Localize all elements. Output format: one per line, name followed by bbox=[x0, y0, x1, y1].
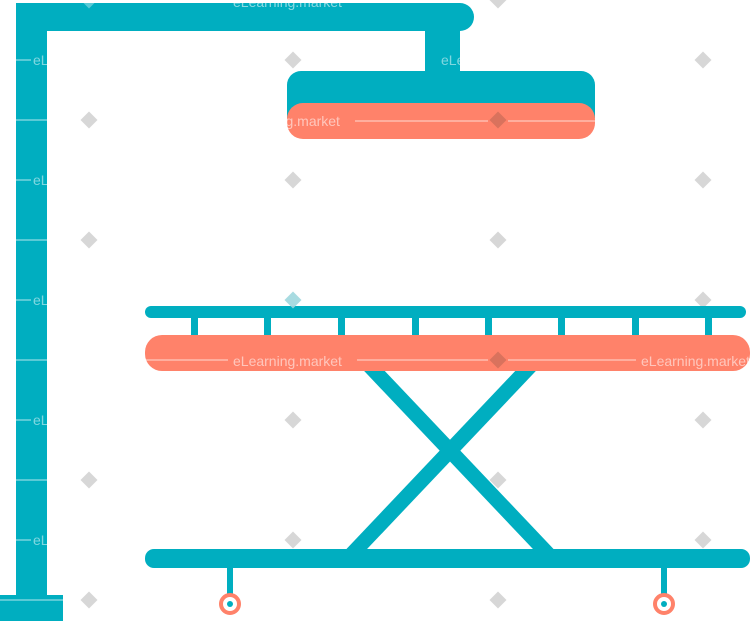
watermark-diamond bbox=[489, 231, 507, 249]
watermark-diamond bbox=[489, 0, 507, 9]
watermark-diamond bbox=[694, 291, 712, 309]
svg-text:eLearning.market: eLearning.market bbox=[33, 412, 142, 428]
svg-text:eLearning.market: eLearning.market bbox=[33, 292, 142, 308]
rail-post bbox=[338, 314, 345, 338]
table-base-bar bbox=[145, 549, 750, 568]
rail-post bbox=[191, 314, 198, 338]
watermark-text: eLearning.market bbox=[641, 353, 750, 369]
watermark-diamond bbox=[694, 531, 712, 549]
pole-watermark: eLearning.market eLearning.market eLearn… bbox=[0, 52, 142, 601]
wheel-stem-left bbox=[227, 566, 233, 596]
table-rail-posts bbox=[191, 314, 712, 338]
wheel-right bbox=[653, 593, 675, 615]
watermark-text: eLearning.market bbox=[441, 52, 550, 68]
watermark-diamond bbox=[80, 111, 98, 129]
table-scissor-leg bbox=[359, 355, 554, 560]
wheel-stem-right bbox=[661, 566, 667, 596]
rail-post bbox=[412, 314, 419, 338]
watermark-diamond bbox=[694, 51, 712, 69]
watermark-diamond bbox=[80, 351, 98, 369]
watermark-diamond bbox=[694, 411, 712, 429]
rail-post bbox=[485, 314, 492, 338]
lamp-arm bbox=[16, 3, 474, 31]
lamp-neck bbox=[425, 28, 460, 76]
rail-post bbox=[558, 314, 565, 338]
watermark-diamond bbox=[694, 171, 712, 189]
watermark-overlays: eLearning.market eLearning.market eLearn… bbox=[0, 0, 750, 601]
lamp-stand bbox=[0, 3, 474, 621]
surgical-table bbox=[145, 306, 750, 615]
svg-text:eLearning.market: eLearning.market bbox=[33, 172, 142, 188]
svg-text:eLearning.market: eLearning.market bbox=[33, 532, 142, 548]
watermark-diamond bbox=[284, 531, 302, 549]
watermark-text: eLearning.market bbox=[231, 113, 340, 129]
table-rail bbox=[145, 306, 746, 318]
watermark-diamond bbox=[284, 411, 302, 429]
rail-post bbox=[705, 314, 712, 338]
watermark-diamond bbox=[489, 351, 507, 369]
watermark-diamond bbox=[80, 231, 98, 249]
watermark-diamond bbox=[80, 591, 98, 609]
watermark-text: eLearning.market bbox=[233, 0, 342, 10]
table-mattress bbox=[145, 335, 750, 371]
watermark-diamond bbox=[284, 291, 302, 309]
watermark-diamond bbox=[489, 111, 507, 129]
lamp-base bbox=[0, 595, 63, 621]
watermark-diamond bbox=[489, 591, 507, 609]
watermark-diamond bbox=[284, 171, 302, 189]
watermark-diamond bbox=[80, 0, 98, 9]
lamp-pole bbox=[16, 3, 47, 603]
watermark-diamond bbox=[80, 471, 98, 489]
rail-post bbox=[632, 314, 639, 338]
watermark-text: eLearning.market bbox=[233, 353, 342, 369]
watermark-diamond bbox=[284, 51, 302, 69]
rail-post bbox=[264, 314, 271, 338]
svg-text:eLearning.market: eLearning.market bbox=[33, 52, 142, 68]
watermark-diamond bbox=[489, 471, 507, 489]
wheel-left bbox=[219, 593, 241, 615]
table-scissor-leg bbox=[346, 355, 541, 560]
